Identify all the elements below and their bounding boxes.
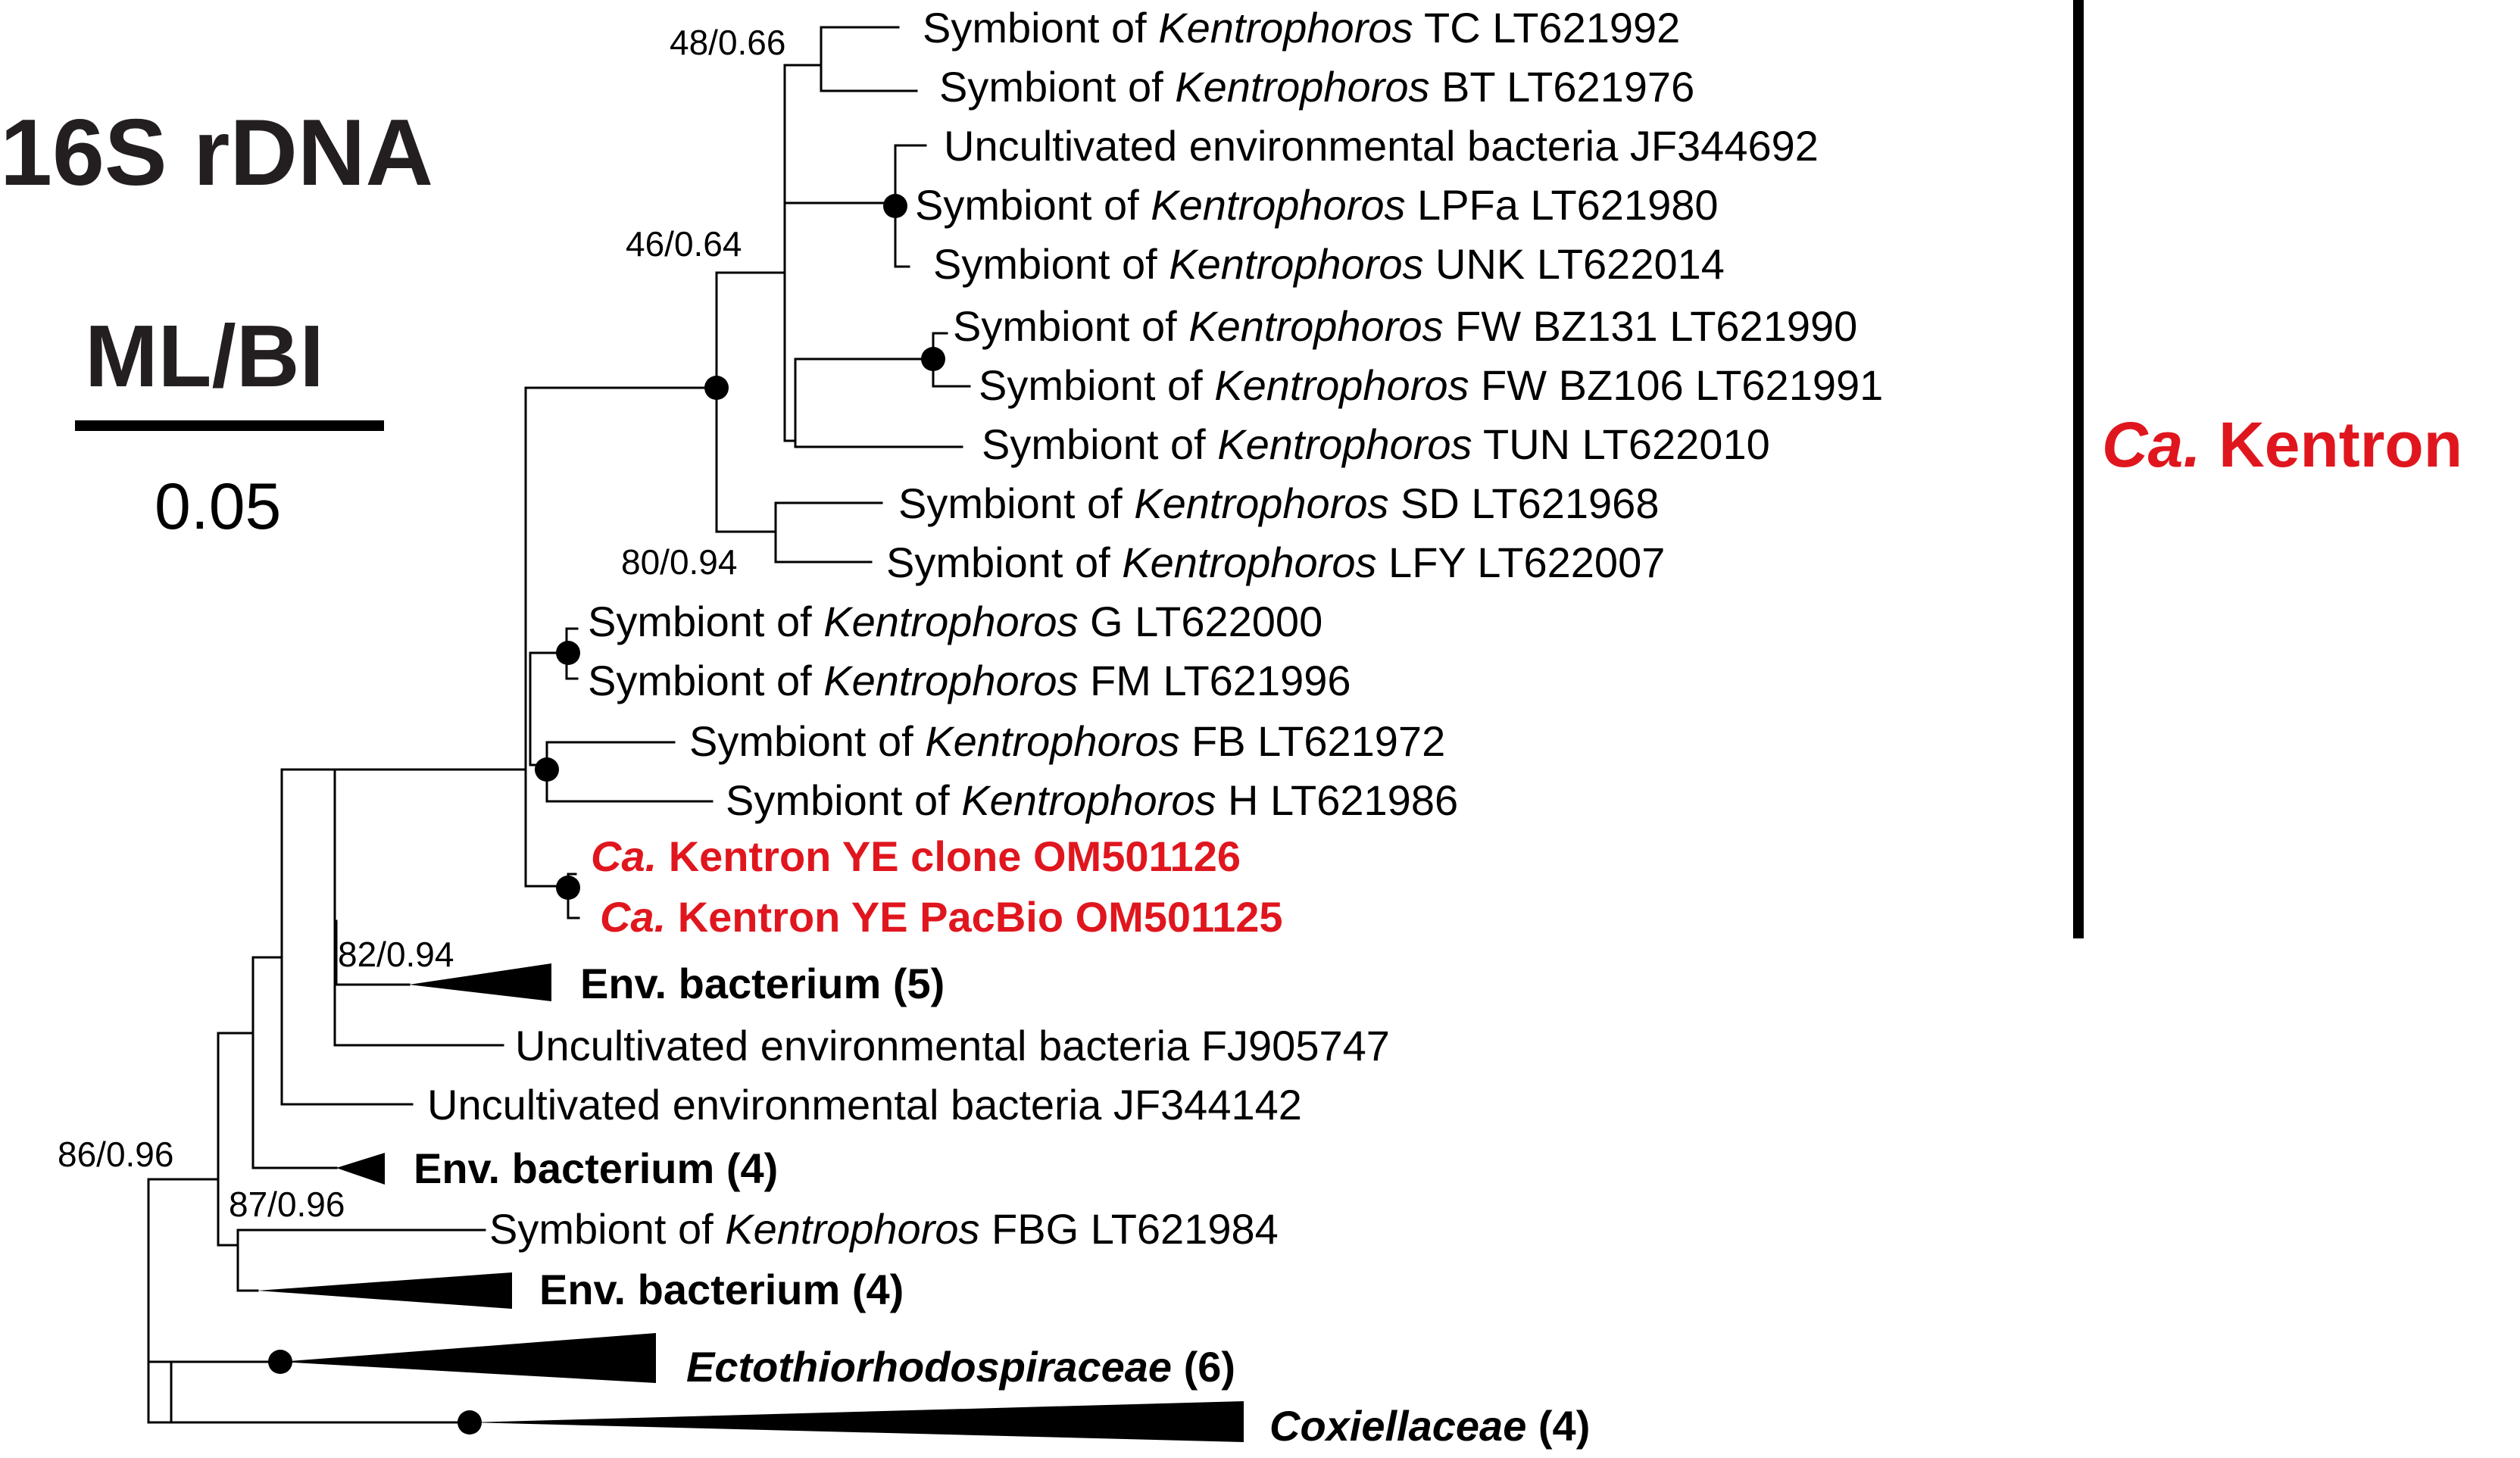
support-node-dots: [268, 194, 945, 1435]
support-value: 82/0.94: [338, 935, 454, 974]
leaf-label-highlight: Ca. Kentron YE PacBio OM501125: [600, 893, 1283, 941]
clade-label: Ca. Kentron: [2102, 409, 2462, 480]
leaf-label: Symbiont of Kentrophoros FBG LT621984: [489, 1205, 1279, 1253]
leaf-label: Symbiont of Kentrophoros LPFa LT621980: [915, 181, 1719, 229]
leaf-label: Symbiont of Kentrophoros BT LT621976: [939, 63, 1694, 111]
tree-branches: [147, 26, 971, 1424]
leaf-label-collapsed: Env. bacterium (4): [414, 1144, 778, 1192]
leaf-label: Symbiont of Kentrophoros G LT622000: [588, 598, 1322, 645]
scale-bar-label: 0.05: [155, 470, 281, 543]
leaf-labels: Symbiont of Kentrophoros TC LT621992 Sym…: [414, 4, 1883, 1450]
collapsed-clade-triangle: [258, 1272, 512, 1309]
leaf-label: Symbiont of Kentrophoros LFY LT622007: [886, 539, 1665, 586]
clade-label-italic: Ca.: [2102, 409, 2201, 480]
support-value: 80/0.94: [621, 542, 737, 582]
tree-title: 16S rDNA: [0, 101, 433, 205]
clade-label-rest: Kentron: [2219, 409, 2462, 480]
leaf-label: Symbiont of Kentrophoros FB LT621972: [689, 717, 1445, 765]
leaf-label-collapsed: Env. bacterium (4): [539, 1266, 904, 1313]
method-label: ML/BI: [85, 307, 324, 405]
leaf-label-collapsed: Coxiellaceae (4): [1269, 1402, 1590, 1450]
leaf-label: Symbiont of Kentrophoros TC LT621992: [923, 4, 1680, 52]
support-value: 48/0.66: [670, 23, 785, 62]
support-value: 87/0.96: [229, 1185, 345, 1224]
leaf-label-highlight: Ca. Kentron YE clone OM501126: [591, 832, 1241, 880]
leaf-label: Uncultivated environmental bacteria JF34…: [427, 1081, 1302, 1129]
leaf-label: Symbiont of Kentrophoros SD LT621968: [898, 479, 1659, 527]
leaf-label: Symbiont of Kentrophoros H LT621986: [726, 776, 1458, 824]
collapsed-clade-triangle: [470, 1401, 1244, 1442]
leaf-label-collapsed: Env. bacterium (5): [580, 960, 945, 1007]
leaf-label: Uncultivated environmental bacteria FJ90…: [515, 1022, 1390, 1069]
leaf-label: Symbiont of Kentrophoros TUN LT622010: [982, 420, 1770, 468]
leaf-label: Symbiont of Kentrophoros FM LT621996: [588, 657, 1351, 704]
collapsed-clade-triangle: [409, 963, 551, 1001]
collapsed-clade-triangle: [280, 1333, 656, 1383]
leaf-label-collapsed: Ectothiorhodospiraceae (6): [686, 1343, 1235, 1391]
leaf-label: Symbiont of Kentrophoros UNK LT622014: [933, 240, 1725, 288]
leaf-label: Uncultivated environmental bacteria JF34…: [944, 122, 1819, 170]
leaf-label: Symbiont of Kentrophoros FW BZ106 LT6219…: [979, 361, 1883, 409]
collapsed-clade-triangle: [336, 1153, 385, 1185]
support-value: 46/0.64: [626, 224, 742, 264]
support-value: 86/0.96: [58, 1135, 173, 1174]
leaf-label: Symbiont of Kentrophoros FW BZ131 LT6219…: [953, 302, 1857, 350]
